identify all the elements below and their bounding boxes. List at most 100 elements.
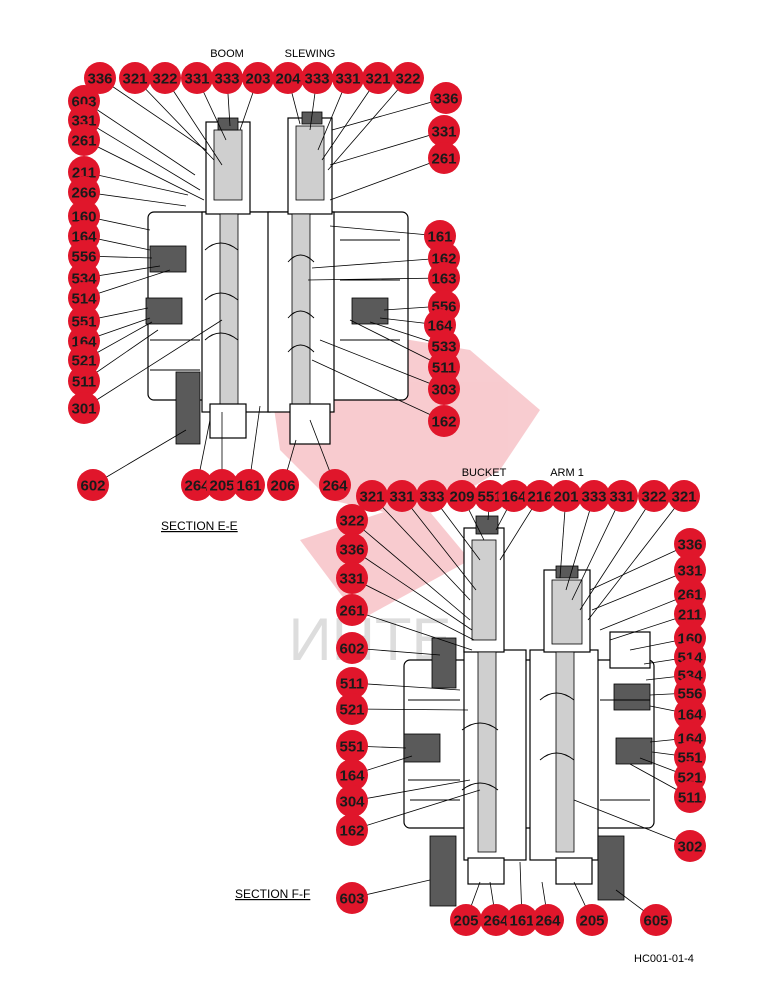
callout-number: 336 xyxy=(87,71,112,88)
callout-circle xyxy=(668,480,700,512)
callout-circle xyxy=(336,759,368,791)
callout-circle xyxy=(446,480,478,512)
callout-number: 533 xyxy=(431,339,456,356)
callout-circle xyxy=(68,392,100,424)
e-balloon-333: 333 xyxy=(211,62,243,94)
f-balloon-511: 511 xyxy=(336,667,368,699)
f-balloon-302: 302 xyxy=(674,830,706,862)
callout-number: 322 xyxy=(641,489,666,506)
header-bucket: BUCKET xyxy=(462,467,507,479)
e-balloon-602: 602 xyxy=(77,469,109,501)
f-leader-9 xyxy=(571,495,623,601)
callout-number: 160 xyxy=(71,209,96,226)
f-leader-23 xyxy=(589,543,691,591)
e-balloon-321: 321 xyxy=(362,62,394,94)
callout-circle xyxy=(181,62,213,94)
callout-circle xyxy=(480,904,512,936)
callout-number: 521 xyxy=(71,353,96,370)
f-leader-14 xyxy=(351,577,475,641)
callout-circle xyxy=(68,240,100,272)
f-balloon-603: 603 xyxy=(336,882,368,914)
f-balloon-331: 331 xyxy=(386,480,418,512)
callout-number: 162 xyxy=(431,251,456,268)
f-balloon-602: 602 xyxy=(336,632,368,664)
callout-number: 161 xyxy=(427,229,452,246)
callout-number: 264 xyxy=(322,478,348,495)
callout-circle xyxy=(428,373,460,405)
callout-circle xyxy=(674,528,706,560)
callout-number: 602 xyxy=(339,641,364,658)
callout-number: 331 xyxy=(335,71,360,88)
e-leader-29 xyxy=(329,225,441,237)
callout-number: 201 xyxy=(553,489,578,506)
f-balloon-164: 164 xyxy=(674,698,706,730)
callout-circle xyxy=(336,693,368,725)
callout-number: 264 xyxy=(483,913,509,930)
e-balloon-303: 303 xyxy=(428,373,460,405)
callout-number: 261 xyxy=(677,587,702,604)
callout-number: 321 xyxy=(359,489,384,506)
callout-number: 511 xyxy=(72,374,96,391)
callout-circle xyxy=(336,730,368,762)
callout-circle xyxy=(606,480,638,512)
callout-circle xyxy=(68,124,100,156)
f-balloon-551: 551 xyxy=(336,730,368,762)
callout-circle xyxy=(332,62,364,94)
callout-number: 605 xyxy=(643,913,668,930)
f-balloon-205: 205 xyxy=(576,904,608,936)
f-balloon-605: 605 xyxy=(640,904,672,936)
e-leader-9 xyxy=(321,77,379,161)
callout-number: 331 xyxy=(431,124,456,141)
f-leader-17 xyxy=(351,682,461,691)
callout-circle xyxy=(181,469,213,501)
callout-circle xyxy=(392,62,424,94)
callout-number: 331 xyxy=(609,489,634,506)
callout-circle xyxy=(319,469,351,501)
e-balloon-514: 514 xyxy=(68,282,100,314)
f-balloon-336: 336 xyxy=(674,528,706,560)
callout-number: 261 xyxy=(431,151,456,168)
callout-number: 163 xyxy=(431,271,456,288)
callout-number: 556 xyxy=(71,249,96,266)
e-leader-1 xyxy=(134,77,215,161)
f-balloon-331: 331 xyxy=(606,480,638,512)
callout-number: 333 xyxy=(214,71,239,88)
callout-number: 336 xyxy=(677,537,702,554)
callout-number: 331 xyxy=(71,113,96,130)
callout-number: 551 xyxy=(677,750,702,767)
callout-number: 551 xyxy=(477,489,502,506)
f-balloon-511: 511 xyxy=(674,781,706,813)
f-leader-15 xyxy=(351,609,473,651)
callout-circle xyxy=(267,469,299,501)
e-balloon-163: 163 xyxy=(428,262,460,294)
callout-number: 164 xyxy=(677,707,703,724)
callout-circle xyxy=(674,781,706,813)
callout-circle xyxy=(674,698,706,730)
callout-circle xyxy=(336,785,368,817)
callout-circle xyxy=(233,469,265,501)
f-balloon-161: 161 xyxy=(506,904,538,936)
callout-circle xyxy=(386,480,418,512)
callout-number: 603 xyxy=(339,891,364,908)
callout-circle xyxy=(336,533,368,565)
e-leader-0 xyxy=(99,77,207,151)
f-balloon-333: 333 xyxy=(578,480,610,512)
callout-number: 161 xyxy=(236,478,261,495)
callout-number: 551 xyxy=(71,314,96,331)
e-leader-26 xyxy=(331,97,447,131)
e-leader-14 xyxy=(83,171,189,196)
callout-circle xyxy=(428,262,460,294)
e-leader-15 xyxy=(83,191,187,207)
callout-circle xyxy=(336,882,368,914)
callout-circle xyxy=(474,480,506,512)
f-balloon-322: 322 xyxy=(638,480,670,512)
callout-circle xyxy=(336,594,368,626)
callout-circle xyxy=(416,480,448,512)
section-e-title: SECTION E-E xyxy=(161,519,238,533)
callout-number: 331 xyxy=(677,563,702,580)
callout-number: 521 xyxy=(339,702,364,719)
callout-circle xyxy=(77,469,109,501)
f-leader-12 xyxy=(351,519,471,621)
